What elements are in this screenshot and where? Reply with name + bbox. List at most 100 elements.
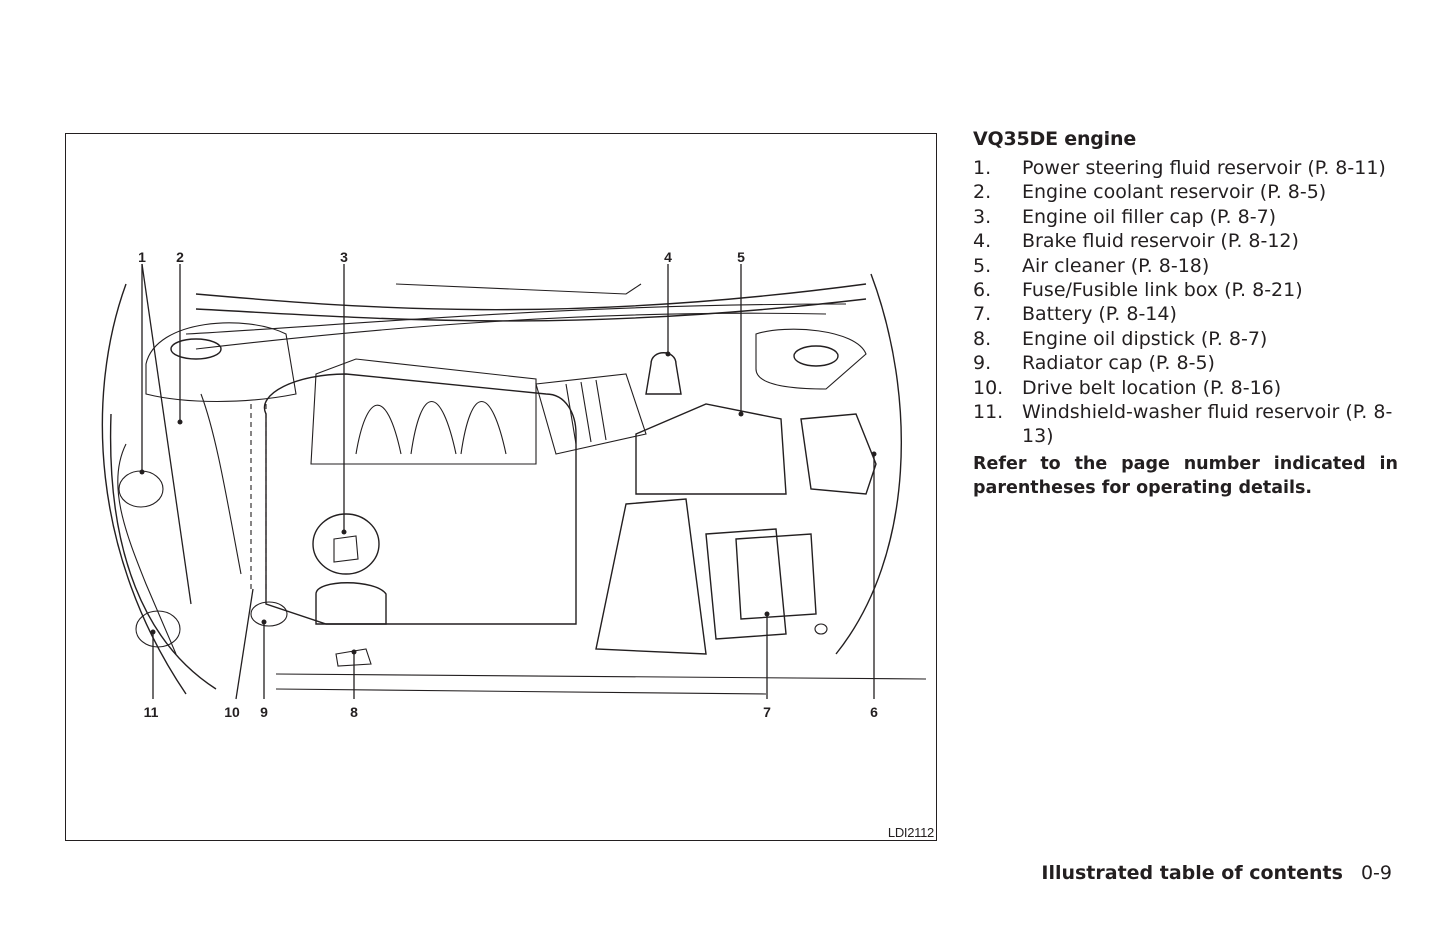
item-text: Fuse/Fusible link box (P. 8-21) <box>1022 279 1303 302</box>
air-duct <box>595 498 707 655</box>
callout-8: 8 <box>350 704 358 720</box>
engine-illustration: 1 2 3 4 5 6 7 8 9 10 11 <box>101 249 927 720</box>
legend-title: VQ35DE engine <box>973 128 1137 150</box>
intake-runner-3 <box>460 401 507 455</box>
engine-front-block <box>315 582 387 625</box>
callout-5: 5 <box>737 249 745 265</box>
marker-7 <box>764 611 770 617</box>
legend-item: 7. Battery (P. 8-14) <box>973 302 1398 326</box>
marker-8 <box>351 649 357 655</box>
legend-list: 1. Power steering fluid reservoir (P. 8-1… <box>973 156 1398 449</box>
item-text: Engine oil filler cap (P. 8-7) <box>1022 205 1277 228</box>
item-number: 11. <box>973 401 1004 424</box>
legend-item: 2. Engine coolant reservoir (P. 8-5) <box>973 180 1398 204</box>
left-hose-2 <box>200 393 242 575</box>
figure-id-label: LDI2112 <box>887 825 934 840</box>
engine-compartment-figure: 1 2 3 4 5 6 7 8 9 10 11 LDI2112 <box>65 133 937 841</box>
legend-item: 10. Drive belt location (P. 8-16) <box>973 376 1398 400</box>
air-cleaner-box <box>635 403 787 495</box>
callout-2: 2 <box>176 249 184 265</box>
leader-10 <box>235 588 254 700</box>
component-legend: VQ35DE engine 1. Power steering fluid res… <box>973 128 1398 500</box>
intake-manifold <box>310 358 537 465</box>
fuse-box <box>800 413 877 495</box>
reference-note: Refer to the page number indicated in pa… <box>973 453 1398 498</box>
item-text: Brake fluid reservoir (P. 8-12) <box>1022 230 1299 253</box>
cowl-line-3 <box>185 303 847 335</box>
legend-item: 3. Engine oil filler cap (P. 8-7) <box>973 205 1398 229</box>
callout-3: 3 <box>340 249 348 265</box>
callout-1: 1 <box>138 249 146 265</box>
item-number: 6. <box>973 279 992 302</box>
legend-item: 1. Power steering fluid reservoir (P. 8-1… <box>973 156 1398 180</box>
right-strut-plate <box>755 328 867 390</box>
item-text: Radiator cap (P. 8-5) <box>1022 352 1215 375</box>
marker-4 <box>665 351 671 357</box>
cowl-line-1 <box>195 283 867 311</box>
item-number: 5. <box>973 254 992 277</box>
callout-11: 11 <box>144 704 159 720</box>
battery-tray <box>705 528 787 640</box>
callout-10: 10 <box>224 704 240 720</box>
oil-filler-cap <box>312 513 380 575</box>
left-fender-outline <box>101 283 187 695</box>
intake-ribs <box>565 379 607 445</box>
marker-1 <box>139 469 145 475</box>
legend-item: 11. Windshield-washer fluid reservoir (P.… <box>973 400 1398 449</box>
marker-11 <box>150 629 156 635</box>
marker-6 <box>871 451 877 457</box>
cowl-line-4 <box>195 312 827 350</box>
item-text: Power steering fluid reservoir (P. 8-11) <box>1022 157 1386 179</box>
item-number: 1. <box>973 157 992 179</box>
callout-7: 7 <box>763 704 771 720</box>
power-steering-reservoir <box>118 470 164 508</box>
right-fender-outline <box>835 273 903 655</box>
marker-9 <box>261 619 267 625</box>
intake-runner-1 <box>355 404 402 455</box>
hood-edge <box>395 283 642 295</box>
marker-3 <box>341 529 347 535</box>
oil-filler-tab <box>333 535 359 563</box>
front-support-line-2 <box>275 688 767 695</box>
section-title: Illustrated table of contents <box>1041 862 1343 884</box>
legend-item: 4. Brake fluid reservoir (P. 8-12) <box>973 229 1398 253</box>
battery <box>735 533 817 620</box>
item-number: 7. <box>973 303 992 326</box>
legend-item: 6. Fuse/Fusible link box (P. 8-21) <box>973 278 1398 302</box>
left-strut-tower <box>170 338 222 360</box>
intake-runner-2 <box>410 401 457 455</box>
item-number: 9. <box>973 352 992 375</box>
item-number: 10. <box>973 376 1004 399</box>
item-number: 8. <box>973 327 992 350</box>
legend-item: 9. Radiator cap (P. 8-5) <box>973 351 1398 375</box>
right-strut-tower <box>793 345 839 367</box>
item-text: Battery (P. 8-14) <box>1022 303 1177 326</box>
left-hose-1 <box>117 443 177 655</box>
item-text: Engine oil dipstick (P. 8-7) <box>1022 327 1268 350</box>
left-fender-inner <box>109 413 217 690</box>
item-text: Engine coolant reservoir (P. 8-5) <box>1022 181 1327 204</box>
callout-9: 9 <box>260 704 268 720</box>
air-intake-tube <box>535 373 647 455</box>
marker-2 <box>177 419 183 425</box>
drive-belt-dashed <box>250 404 267 589</box>
front-support-line <box>275 673 927 680</box>
cowl-line-2 <box>195 298 867 322</box>
marker-5 <box>738 411 744 417</box>
washer-fluid-reservoir <box>135 610 181 648</box>
battery-terminal <box>814 623 828 635</box>
item-number: 3. <box>973 205 992 228</box>
engine-cover <box>263 373 577 625</box>
item-text: Windshield-washer fluid reservoir (P. 8-… <box>1022 401 1393 448</box>
radiator-cap <box>250 601 288 627</box>
item-text: Drive belt location (P. 8-16) <box>1022 376 1282 399</box>
brake-fluid-reservoir <box>645 352 682 395</box>
left-strut-plate <box>145 322 297 403</box>
item-text: Air cleaner (P. 8-18) <box>1022 254 1210 277</box>
item-number: 4. <box>973 230 992 253</box>
callout-6: 6 <box>870 704 878 720</box>
callout-4: 4 <box>664 249 672 265</box>
leader-1b <box>141 263 192 605</box>
item-number: 2. <box>973 181 992 204</box>
